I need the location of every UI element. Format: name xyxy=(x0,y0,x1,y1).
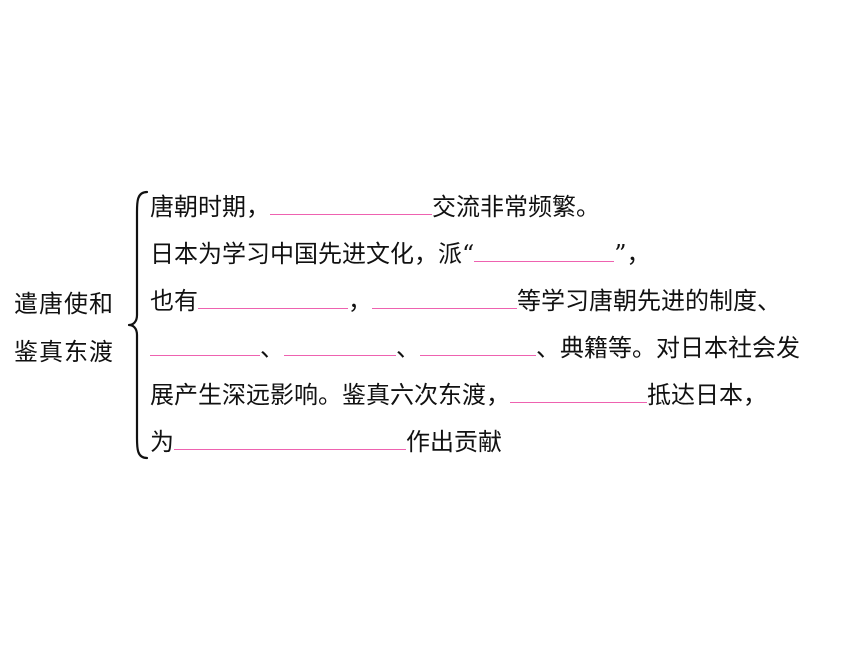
answer-blank xyxy=(150,331,260,356)
topic-label: 遣唐使和 鉴真东渡 xyxy=(14,280,114,376)
text-run: 作出贡献 xyxy=(406,428,502,456)
text-run: ， xyxy=(348,287,372,315)
text-run: 唐朝时期， xyxy=(150,193,270,221)
topic-label-line2: 鉴真东渡 xyxy=(14,338,114,366)
answer-blank xyxy=(372,284,517,309)
text-run: 日本为学习中国先进文化，派“ xyxy=(150,240,475,268)
topic-label-line1: 遣唐使和 xyxy=(14,290,114,318)
answer-blank xyxy=(510,378,647,403)
content-line-5: 展产生深远影响。鉴真六次东渡， 抵达日本， xyxy=(150,372,855,419)
text-run: 、典籍等。对日本社会发 xyxy=(536,334,800,362)
text-run: 为 xyxy=(150,428,174,456)
text-run: 也有 xyxy=(150,287,198,315)
content-line-4: 、 、 、典籍等。对日本社会发 xyxy=(150,325,855,372)
text-run: 展产生深远影响。鉴真六次东渡， xyxy=(150,381,510,409)
text-run: 抵达日本， xyxy=(647,381,767,409)
text-run: 交流非常频繁。 xyxy=(432,193,600,221)
content-line-3: 也有 ， 等学习唐朝先进的制度、 xyxy=(150,278,855,325)
answer-blank xyxy=(284,331,396,356)
content-line-1: 唐朝时期， 交流非常频繁。 xyxy=(150,184,855,231)
answer-blank xyxy=(270,190,432,215)
content-line-6: 为 作出贡献 xyxy=(150,419,855,466)
content-line-2: 日本为学习中国先进文化，派“ ”， xyxy=(150,231,855,278)
text-run: 、 xyxy=(260,334,284,362)
answer-blank xyxy=(174,425,406,450)
answer-blank xyxy=(474,237,615,262)
text-run: 、 xyxy=(396,334,420,362)
answer-blank xyxy=(420,331,536,356)
text-run: 等学习唐朝先进的制度、 xyxy=(517,287,781,315)
answer-blank xyxy=(198,284,348,309)
fill-in-content: 唐朝时期， 交流非常频繁。 日本为学习中国先进文化，派“ ”， 也有 ， 等学习唐朝先进… xyxy=(150,184,855,466)
curly-brace xyxy=(127,190,149,460)
text-run: ”， xyxy=(614,240,651,268)
